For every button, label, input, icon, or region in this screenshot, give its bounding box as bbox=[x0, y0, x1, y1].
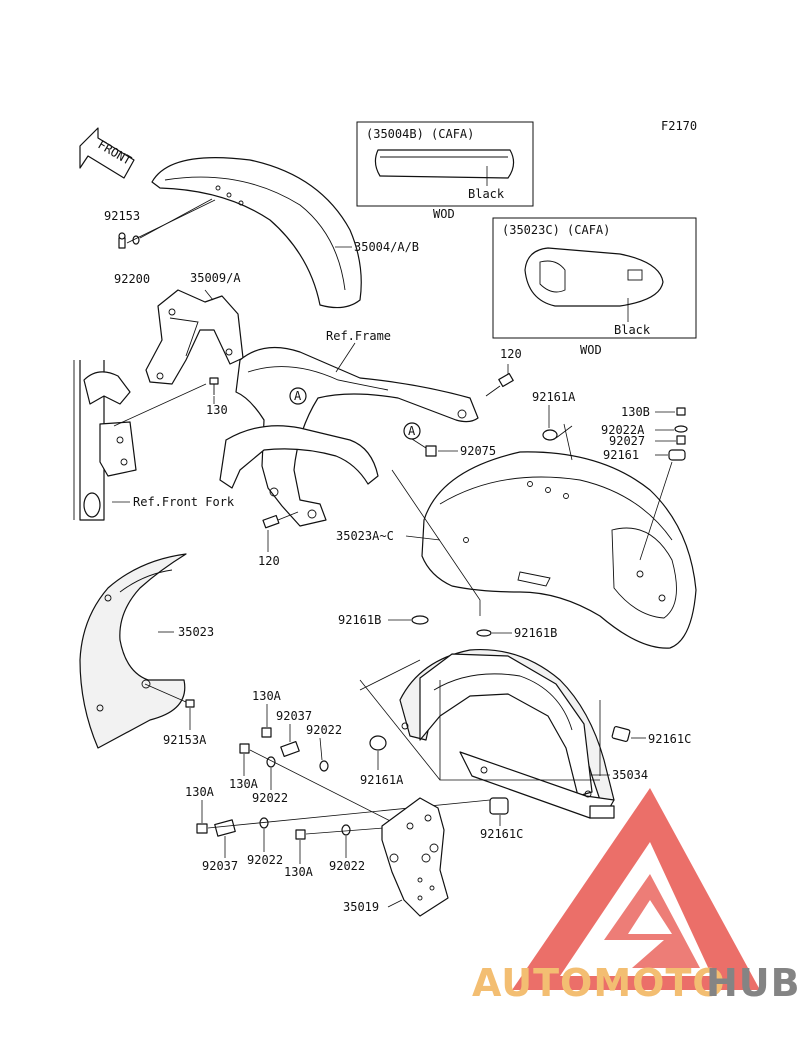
inset-35004b-caption: WOD bbox=[433, 207, 455, 221]
bolt-130a-1 bbox=[261, 727, 272, 738]
watermark-text-part2: HUB bbox=[706, 961, 800, 1005]
label-92153a: 92153A bbox=[163, 733, 207, 747]
inset-35004b: (35004B) (CAFA) Black WOD bbox=[356, 121, 534, 221]
callout-a-frame-label: A bbox=[294, 389, 302, 403]
label-92022a: 92022A bbox=[601, 423, 645, 437]
inset-35023c-color: Black bbox=[614, 323, 651, 337]
label-35034: 35034 bbox=[612, 768, 648, 782]
rear-fender-35023a bbox=[421, 451, 697, 649]
watermark-triangle-icon bbox=[512, 788, 760, 990]
label-130a-4: 130A bbox=[284, 865, 314, 879]
label-ref-frame: Ref.Frame bbox=[326, 329, 391, 343]
callout-a-frame: A bbox=[289, 387, 307, 405]
label-130a-2: 130A bbox=[229, 777, 259, 791]
label-35019: 35019 bbox=[343, 900, 379, 914]
grommet-92161c-bottom bbox=[489, 797, 509, 815]
watermark-text-part1: AUTOMOTO bbox=[472, 961, 726, 1005]
inset-35023c-caption: WOD bbox=[580, 343, 602, 357]
inset-35004b-header: (35004B) (CAFA) bbox=[366, 127, 474, 141]
label-130a-3: 130A bbox=[185, 785, 215, 799]
label-130b: 130B bbox=[621, 405, 650, 419]
front-fender-35004 bbox=[151, 157, 362, 309]
label-92037-1: 92037 bbox=[276, 709, 312, 723]
inset-35004b-color: Black bbox=[468, 187, 505, 201]
label-35023a: 35023A~C bbox=[336, 529, 394, 543]
watermark-logo: AUTOMOTO HUB bbox=[472, 788, 800, 1005]
grommet-92161b-left bbox=[411, 615, 429, 625]
bolt-130 bbox=[209, 377, 219, 395]
label-92027: 92027 bbox=[609, 434, 645, 448]
label-92161b-right: 92161B bbox=[514, 626, 557, 640]
callout-a-fender: A bbox=[403, 422, 421, 440]
fender-frame-35034 bbox=[399, 648, 615, 819]
diagram-code: F2170 bbox=[661, 119, 697, 133]
label-120-bottom: 120 bbox=[258, 554, 280, 568]
bolt-130a-2 bbox=[239, 743, 250, 754]
collar-92037-2 bbox=[214, 819, 236, 837]
callout-a-fender-label: A bbox=[408, 424, 416, 438]
label-120-top: 120 bbox=[500, 347, 522, 361]
inner-fender-35023 bbox=[79, 553, 187, 749]
label-92161a-top: 92161A bbox=[532, 390, 576, 404]
bolt-120-top bbox=[485, 372, 514, 397]
label-ref-front-fork: Ref.Front Fork bbox=[133, 495, 235, 509]
license-bracket-35019 bbox=[381, 797, 449, 917]
label-92022-2: 92022 bbox=[252, 791, 288, 805]
grommet-92161b-right bbox=[476, 629, 492, 637]
inset-35004b-fender-icon bbox=[374, 149, 515, 179]
front-fork bbox=[73, 360, 137, 521]
bolt-92153a bbox=[185, 699, 195, 708]
collar-92027 bbox=[676, 435, 686, 445]
label-35004: 35004/A/B bbox=[354, 240, 419, 254]
bolt-130a-4 bbox=[295, 829, 306, 840]
label-92022-1: 92022 bbox=[306, 723, 342, 737]
grommet-92161a-top bbox=[542, 429, 558, 441]
label-92161c-bottom: 92161C bbox=[480, 827, 523, 841]
label-92161b-left: 92161B bbox=[338, 613, 381, 627]
label-35009: 35009/A bbox=[190, 271, 241, 285]
bolt-120-bottom bbox=[262, 511, 299, 529]
inset-35023c: (35023C) (CAFA) Black WOD bbox=[492, 217, 697, 357]
grommet-92161c-right bbox=[611, 725, 631, 743]
label-92161c-right: 92161C bbox=[648, 732, 691, 746]
grommet-92161a-bottom bbox=[369, 735, 387, 751]
washer-92022-1 bbox=[319, 760, 329, 772]
label-92200: 92200 bbox=[114, 272, 150, 286]
bolt-92153 bbox=[118, 232, 126, 249]
label-92037-2: 92037 bbox=[202, 859, 238, 873]
bolt-130a-3 bbox=[196, 823, 208, 834]
collar-92037-1 bbox=[280, 740, 300, 758]
label-92153: 92153 bbox=[104, 209, 140, 223]
label-130: 130 bbox=[206, 403, 228, 417]
label-92022-4: 92022 bbox=[329, 859, 365, 873]
label-35023: 35023 bbox=[178, 625, 214, 639]
front-arrow-icon: FRONT bbox=[79, 127, 135, 179]
washer-92022-4 bbox=[341, 824, 351, 836]
label-92075: 92075 bbox=[460, 444, 496, 458]
clamp-92075 bbox=[425, 445, 437, 457]
label-92161: 92161 bbox=[603, 448, 639, 462]
washer-92022a bbox=[674, 425, 688, 433]
grommet-92161 bbox=[668, 449, 686, 461]
label-130a-1: 130A bbox=[252, 689, 282, 703]
label-92022-3: 92022 bbox=[247, 853, 283, 867]
label-92161a-bottom: 92161A bbox=[360, 773, 404, 787]
fender-bracket-35009 bbox=[145, 289, 244, 385]
inset-35023c-header: (35023C) (CAFA) bbox=[502, 223, 610, 237]
bolt-130b bbox=[676, 407, 686, 416]
